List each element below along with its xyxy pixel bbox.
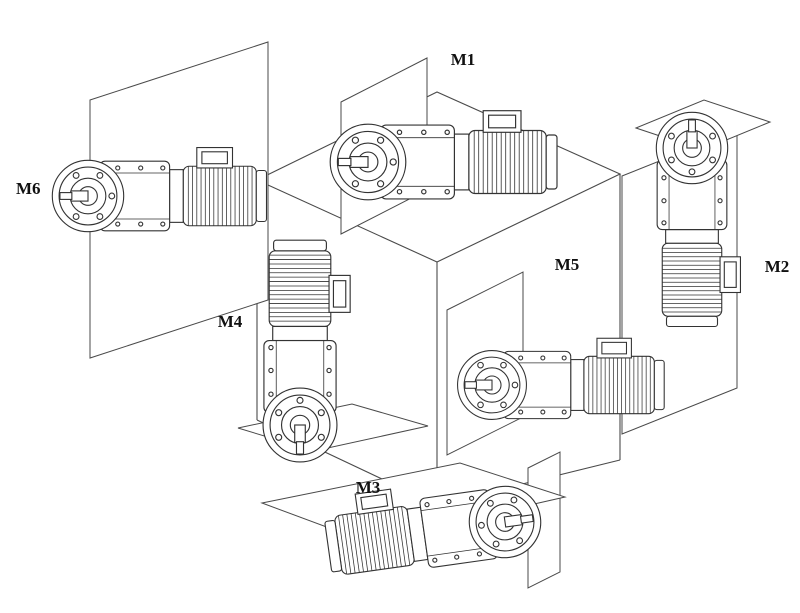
label-m1: M1 [451, 50, 476, 69]
label-m6: M6 [16, 179, 41, 198]
label-m5: M5 [555, 255, 580, 274]
gear-motor-m4 [262, 239, 351, 463]
gear-motor-m1 [329, 110, 558, 201]
label-m2: M2 [765, 257, 790, 276]
label-m4: M4 [218, 312, 243, 331]
label-m3: M3 [356, 478, 381, 497]
